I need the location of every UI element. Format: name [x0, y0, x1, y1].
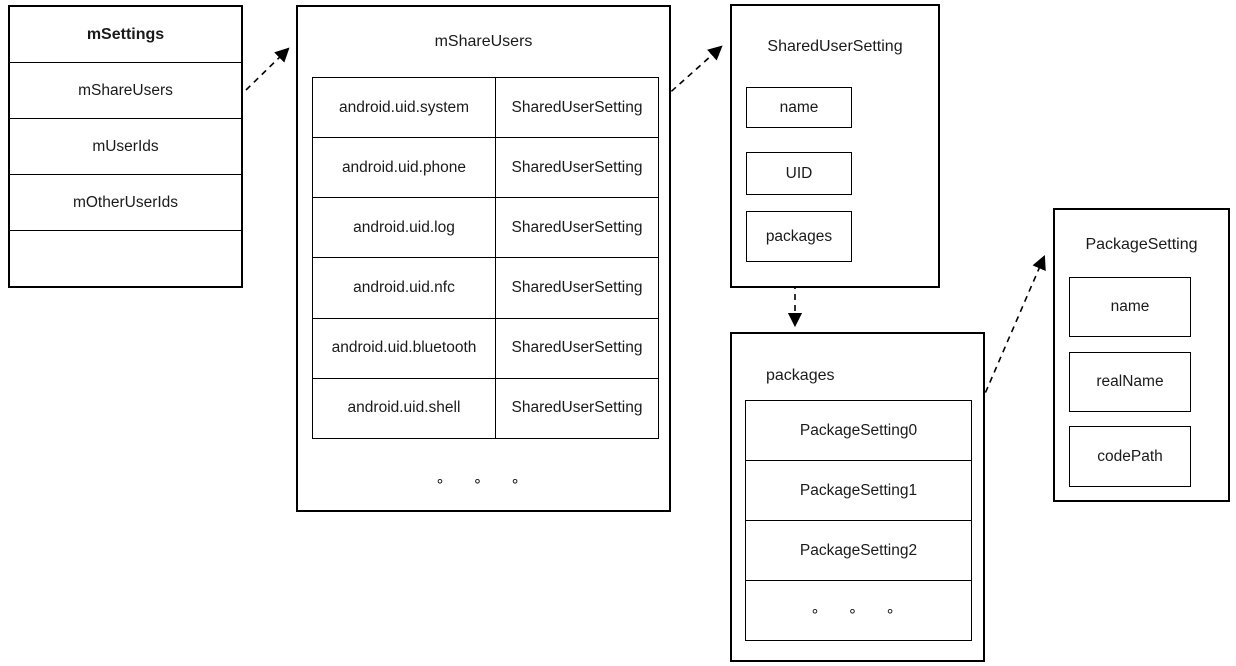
table-row: android.uid.nfc SharedUserSetting [312, 257, 659, 319]
msettings-row-empty [10, 231, 241, 286]
msettings-box: mSettings mShareUsers mUserIds mOtherUse… [8, 5, 243, 288]
package-setting-item: PackageSetting0 [745, 400, 972, 461]
field-realname: realName [1069, 352, 1191, 412]
shared-user-value: SharedUserSetting [495, 137, 659, 199]
shared-user-key: android.uid.log [312, 197, 496, 259]
mshareusers-table: android.uid.system SharedUserSetting and… [312, 76, 659, 440]
field-codepath: codePath [1069, 426, 1191, 487]
sharedusersetting-box: SharedUserSetting name UID packages [730, 4, 940, 288]
table-row: android.uid.system SharedUserSetting [312, 76, 659, 139]
packagesetting-title: PackageSetting [1085, 236, 1198, 253]
ellipsis-dots: ∘ ∘ ∘ [435, 473, 532, 490]
table-row: PackageSetting1 [745, 460, 972, 521]
table-row: android.uid.bluetooth SharedUserSetting [312, 317, 659, 379]
package-setting-item: PackageSetting2 [745, 520, 972, 581]
shared-user-key: android.uid.phone [312, 137, 496, 199]
shared-user-key: android.uid.shell [312, 377, 496, 440]
shared-user-value: SharedUserSetting [495, 76, 659, 139]
package-setting-item: PackageSetting1 [745, 460, 972, 521]
table-row: android.uid.log SharedUserSetting [312, 197, 659, 259]
table-row: android.uid.shell SharedUserSetting [312, 377, 659, 440]
shared-user-value: SharedUserSetting [495, 257, 659, 319]
table-row: android.uid.phone SharedUserSetting [312, 137, 659, 199]
table-row: PackageSetting2 [745, 520, 972, 581]
mshareusers-title: mShareUsers [434, 33, 533, 50]
arrow-msettings-to-mshareusers [245, 47, 290, 91]
msettings-row-muserids: mUserIds [10, 119, 241, 175]
field-name: name [746, 87, 852, 128]
field-uid: UID [746, 152, 852, 195]
shared-user-key: android.uid.system [312, 76, 496, 139]
msettings-row-motheruserids: mOtherUserIds [10, 175, 241, 231]
field-packages: packages [746, 211, 852, 262]
table-row: ∘ ∘ ∘ [745, 580, 972, 641]
msettings-title: mSettings [10, 7, 241, 63]
mshareusers-box: mShareUsers android.uid.system SharedUse… [296, 5, 671, 512]
ellipsis-dots: ∘ ∘ ∘ [745, 580, 972, 641]
shared-user-key: android.uid.nfc [312, 257, 496, 319]
sharedusersetting-title: SharedUserSetting [767, 38, 903, 55]
shared-user-value: SharedUserSetting [495, 377, 659, 440]
shared-user-key: android.uid.bluetooth [312, 317, 496, 379]
field-name: name [1069, 277, 1191, 337]
packagesetting-box: PackageSetting name realName codePath [1053, 208, 1230, 502]
packages-title: packages [766, 367, 835, 384]
shared-user-value: SharedUserSetting [495, 317, 659, 379]
table-row: PackageSetting0 [745, 400, 972, 461]
shared-user-value: SharedUserSetting [495, 197, 659, 259]
msettings-row-mshareusers: mShareUsers [10, 63, 241, 119]
packages-table: PackageSetting0 PackageSetting1 PackageS… [745, 400, 972, 641]
packages-box: packages PackageSetting0 PackageSetting1… [730, 332, 985, 662]
